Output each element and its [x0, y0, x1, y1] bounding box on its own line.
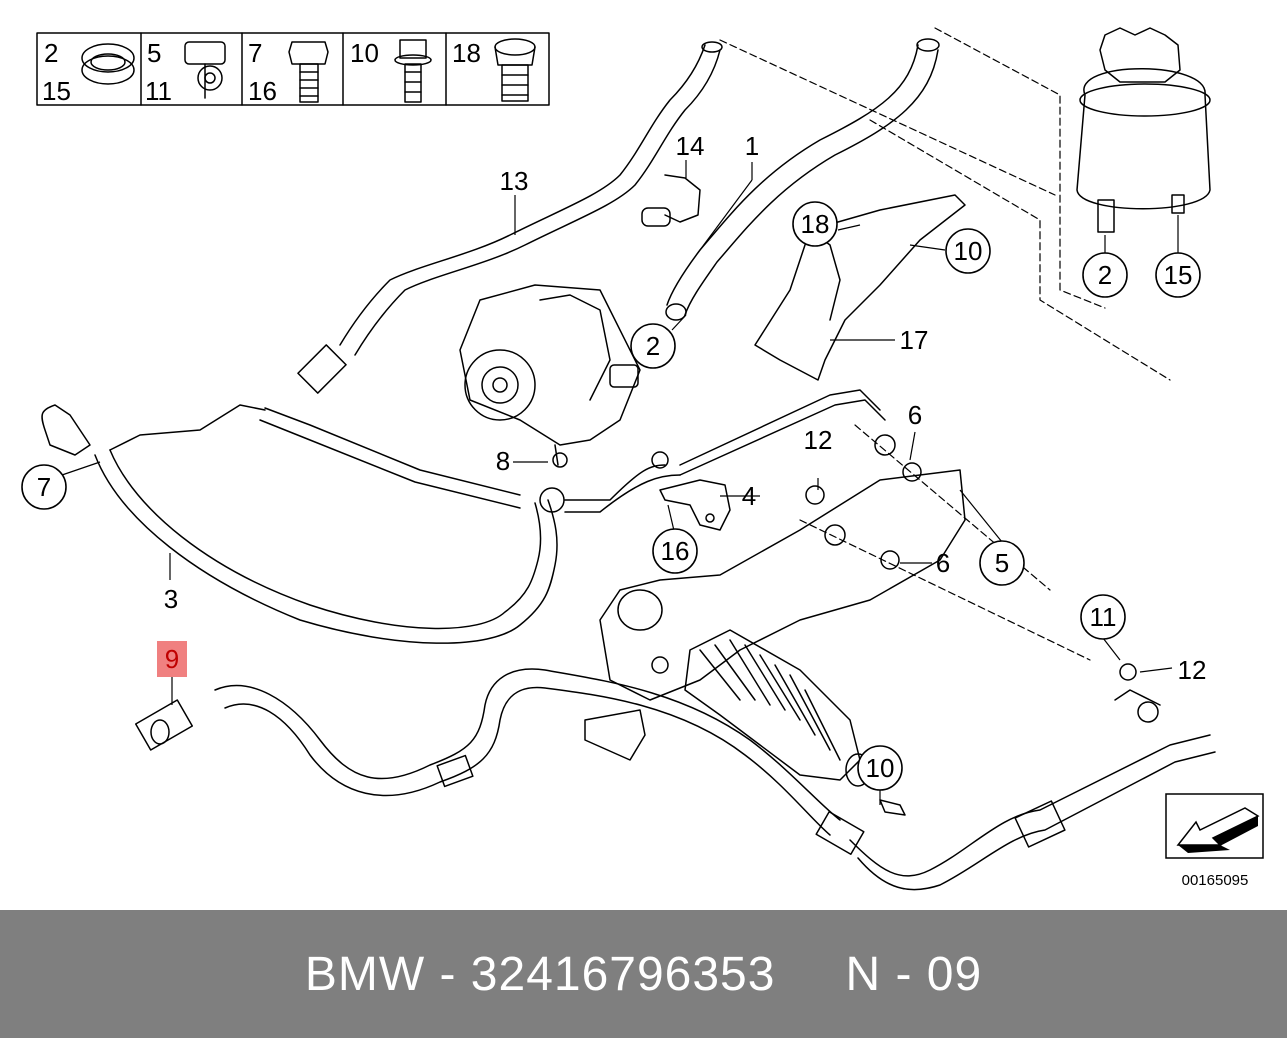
callout-14: 14 — [676, 131, 705, 161]
callout-18: 18 — [801, 209, 830, 239]
flange-bolt-icon — [394, 39, 432, 103]
callout-17: 17 — [900, 325, 929, 355]
callout-16: 16 — [661, 536, 690, 566]
hose-1 — [665, 38, 940, 321]
socket-screw-icon — [494, 38, 536, 102]
fluid-reservoir — [1076, 27, 1211, 233]
power-steering-pump — [459, 284, 641, 466]
banjo-bolt-icon — [184, 41, 226, 99]
callout-10-rack: 10 — [866, 753, 895, 783]
legend-5: 5 — [147, 38, 161, 68]
callout-7: 7 — [37, 472, 51, 502]
hose-3 — [41, 404, 558, 644]
hex-bolt-icon — [288, 41, 329, 103]
callout-leaders — [61, 160, 1179, 805]
rack-boot — [684, 629, 906, 816]
parts-diagram: 1 14 13 2 18 10 2 15 17 6 12 8 7 4 16 5 … — [21, 27, 1264, 891]
bracket-4 — [651, 451, 731, 531]
circled-callouts — [21, 201, 1201, 791]
callout-1: 1 — [745, 131, 759, 161]
callout-15: 15 — [1164, 260, 1193, 290]
direction-arrow-icon — [1165, 793, 1264, 859]
footer-bar: BMW - 32416796353 N - 09 — [0, 910, 1287, 1038]
hose-13 — [297, 41, 723, 394]
callout-10-shield: 10 — [954, 236, 983, 266]
callout-2-pump: 2 — [646, 331, 660, 361]
callout-12-bottom: 12 — [1178, 655, 1207, 685]
legend-18: 18 — [452, 38, 481, 68]
callout-8: 8 — [496, 446, 510, 476]
fastener-legend — [36, 32, 550, 106]
footer-separator: - — [439, 947, 457, 1001]
steering-rack — [599, 434, 966, 701]
legend-7: 7 — [248, 38, 262, 68]
diagram-code: 00165095 — [1182, 872, 1249, 889]
footer-brand: BMW — [304, 947, 426, 1001]
clip-14 — [641, 174, 701, 227]
legend-2: 2 — [44, 38, 58, 68]
legend-15: 15 — [42, 76, 71, 106]
legend-11: 11 — [145, 76, 172, 106]
legend-10: 10 — [350, 38, 379, 68]
callout-11: 11 — [1090, 602, 1117, 632]
rack-bracket — [584, 709, 646, 761]
highlight-box — [157, 641, 187, 677]
footer-part-number: 32416796353 — [470, 947, 776, 1001]
callout-3: 3 — [164, 584, 178, 614]
callout-6-top: 6 — [908, 400, 922, 430]
callout-13: 13 — [500, 166, 529, 196]
tee-fitting — [539, 389, 886, 513]
callout-5: 5 — [995, 548, 1009, 578]
heat-shield-17 — [754, 194, 966, 381]
callout-6-bottom: 6 — [936, 548, 950, 578]
hose-right — [815, 663, 1216, 891]
callout-9: 9 — [165, 644, 179, 674]
hose-9 — [134, 668, 841, 836]
callout-4: 4 — [742, 481, 756, 511]
callout-2-reservoir: 2 — [1098, 260, 1112, 290]
callout-12-top: 12 — [804, 425, 833, 455]
legend-16: 16 — [248, 76, 277, 106]
footer-ref: N - 09 — [845, 947, 983, 1001]
hose-clamp-icon — [81, 43, 135, 85]
